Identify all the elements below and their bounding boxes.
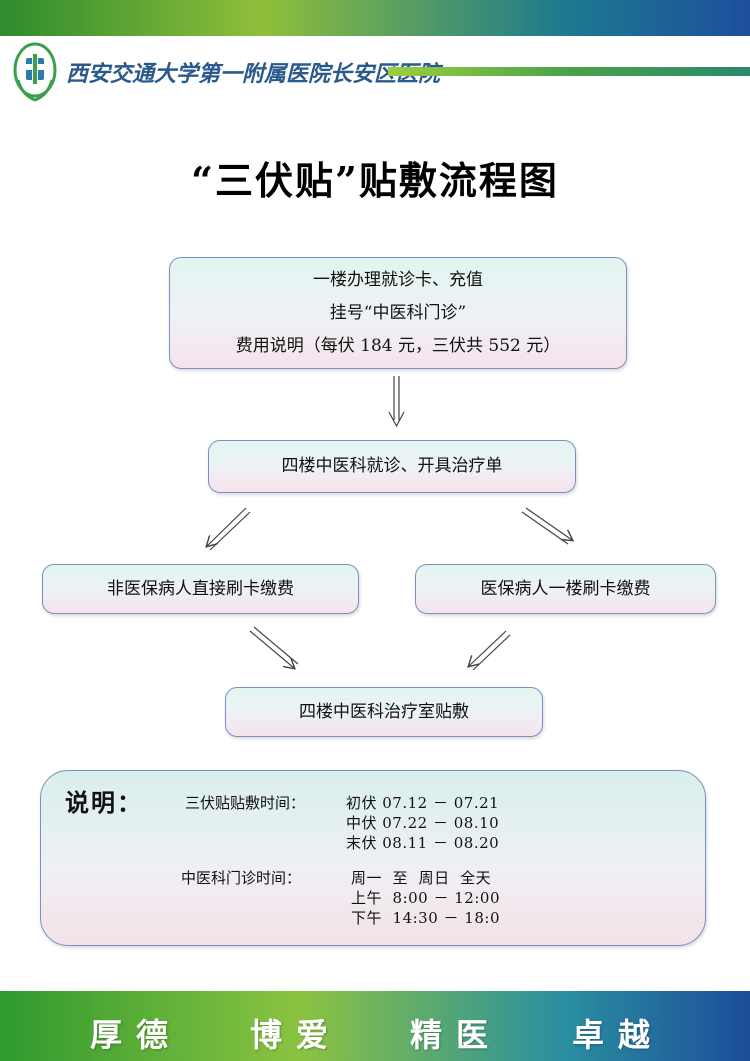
motto-3: 精医: [410, 1016, 503, 1054]
flow-step-consult: 四楼中医科就诊、开具治疗单: [208, 440, 576, 493]
motto-4: 卓越: [572, 1016, 665, 1054]
clinic-time-1: 周一 至 周日 全天: [351, 869, 492, 887]
hospital-name: 西安交通大学第一附属医院长安区医院: [66, 62, 441, 87]
arrow-merge-left-icon: [249, 626, 299, 668]
arrow-merge-right-icon: [469, 630, 511, 671]
hospital-logo-icon: [13, 42, 57, 102]
motto-2: 博爱: [250, 1016, 343, 1054]
step-register-line-1: 一楼办理就诊卡、充值: [313, 270, 483, 290]
page-title: “三伏贴”贴敷流程图: [191, 158, 559, 203]
flow-step-pay-insured: 医保病人一楼刷卡缴费: [415, 564, 716, 614]
clinic-time-label: 中医科门诊时间：: [181, 869, 302, 887]
application-time-2: 中伏 07.22 － 08.10: [346, 814, 500, 832]
flow-step-pay-non-insured: 非医保病人直接刷卡缴费: [42, 564, 359, 614]
bottom-color-band: [0, 991, 750, 1061]
note-panel: 说明： 三伏贴贴敷时间： 初伏 07.12 － 07.21 中伏 07.22 －…: [40, 770, 706, 946]
arrow-down-icon: [388, 376, 405, 428]
step-register-line-3: 费用说明（每伏 184 元，三伏共 552 元）: [235, 336, 561, 356]
clinic-time-3: 下午 14:30 － 18:0: [351, 909, 500, 927]
application-time-1: 初伏 07.12 － 07.21: [346, 794, 500, 812]
top-color-band: [0, 0, 750, 36]
note-title: 说明：: [65, 789, 143, 817]
arrow-down-left-icon: [207, 507, 251, 551]
step-register-line-2: 挂号“中医科门诊”: [329, 303, 467, 323]
clinic-time-2: 上午 8:00 － 12:00: [351, 889, 500, 907]
header: 西安交通大学第一附属医院长安区医院: [0, 36, 750, 116]
header-divider-line: [388, 67, 750, 76]
flow-step-register: 一楼办理就诊卡、充值 挂号“中医科门诊” 费用说明（每伏 184 元，三伏共 5…: [169, 257, 627, 369]
flow-step-apply: 四楼中医科治疗室贴敷: [225, 687, 543, 737]
motto-1: 厚德: [90, 1016, 183, 1054]
application-time-3: 末伏 08.11 － 08.20: [346, 834, 500, 852]
arrow-down-right-icon: [521, 507, 572, 545]
application-time-label: 三伏贴贴敷时间：: [185, 794, 306, 812]
